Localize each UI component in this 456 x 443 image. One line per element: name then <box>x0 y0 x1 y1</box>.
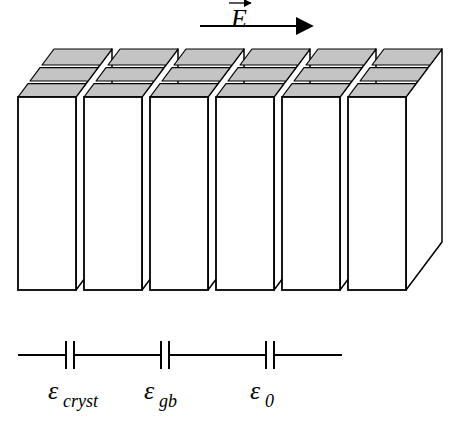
grain-top-face <box>162 68 230 81</box>
permittivity-subscript: 0 <box>265 392 274 410</box>
grain-front-face <box>348 97 406 290</box>
grain-top-face <box>306 49 376 65</box>
permittivity-symbol: ε <box>144 378 154 404</box>
grain-front-face <box>84 97 142 290</box>
grain-top-face <box>96 68 164 81</box>
grain-top-face <box>228 68 296 81</box>
grain-top-face <box>174 49 244 65</box>
grain-front-face <box>18 97 76 290</box>
grain-front-face <box>216 97 274 290</box>
permittivity-symbol: ε <box>250 378 260 404</box>
permittivity-subscript: cryst <box>63 392 98 410</box>
grain-top-face <box>294 68 362 81</box>
grain-top-face <box>42 49 112 65</box>
grain-top-face <box>108 49 178 65</box>
grain-top-face <box>348 84 416 97</box>
grain-top-face <box>360 68 428 81</box>
grain-top-face <box>84 84 152 97</box>
vector-arrow <box>229 2 251 3</box>
grain-top-face <box>240 49 310 65</box>
permittivity-subscript: gb <box>159 392 177 410</box>
field-arrow <box>200 25 312 27</box>
permittivity-symbol: ε <box>48 378 58 404</box>
grain-columns <box>18 49 442 290</box>
grain-top-face <box>282 84 350 97</box>
grain-top-face <box>150 84 218 97</box>
grain-front-face <box>282 97 340 290</box>
grain-top-face <box>216 84 284 97</box>
grain-top-face <box>372 49 442 65</box>
series-circuit <box>18 341 342 369</box>
grain-top-face <box>18 84 86 97</box>
field-label: E <box>231 6 247 32</box>
grain-top-face <box>30 68 98 81</box>
grain-front-face <box>150 97 208 290</box>
